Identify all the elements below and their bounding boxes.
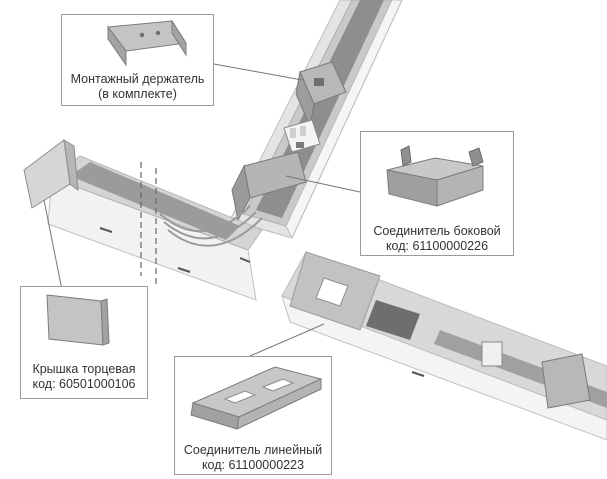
- side-connector-code: код: 61100000226: [385, 239, 489, 253]
- mounting-holder-subtitle: (в комплекте): [98, 87, 177, 101]
- side-connector-installed: [231, 151, 307, 222]
- callout-side-connector: Соединитель боковой код: 61100000226: [360, 131, 514, 256]
- side-connector-title: Соединитель боковой: [373, 224, 501, 238]
- side-connector-drawing: [386, 145, 484, 207]
- callout-mounting-holder: Монтажный держатель (в комплекте): [61, 14, 214, 106]
- corner-wires: [159, 205, 263, 247]
- end-cap-code: код: 60501000106: [32, 377, 136, 391]
- mounting-holder-drawing: [107, 19, 187, 67]
- section-break-lines: [140, 162, 157, 284]
- end-cap-title: Крышка торцевая: [32, 362, 136, 376]
- leader-lines: [43, 63, 361, 357]
- horizontal-profile-right: [281, 251, 607, 441]
- mounting-holder-title: Монтажный держатель: [70, 72, 205, 86]
- terminal-block-upper: [283, 119, 321, 153]
- end-cap-installed: [23, 139, 79, 209]
- horizontal-profile-left: [47, 155, 263, 301]
- end-cap-drawing: [46, 294, 110, 346]
- linear-connector-title: Соединитель линейный: [183, 443, 323, 457]
- linear-connector-drawing: [190, 366, 323, 430]
- callout-end-cap: Крышка торцевая код: 60501000106: [20, 286, 148, 399]
- linear-connector-code: код: 61100000223: [201, 458, 305, 472]
- callout-linear-connector: Соединитель линейный код: 61100000223: [174, 356, 332, 475]
